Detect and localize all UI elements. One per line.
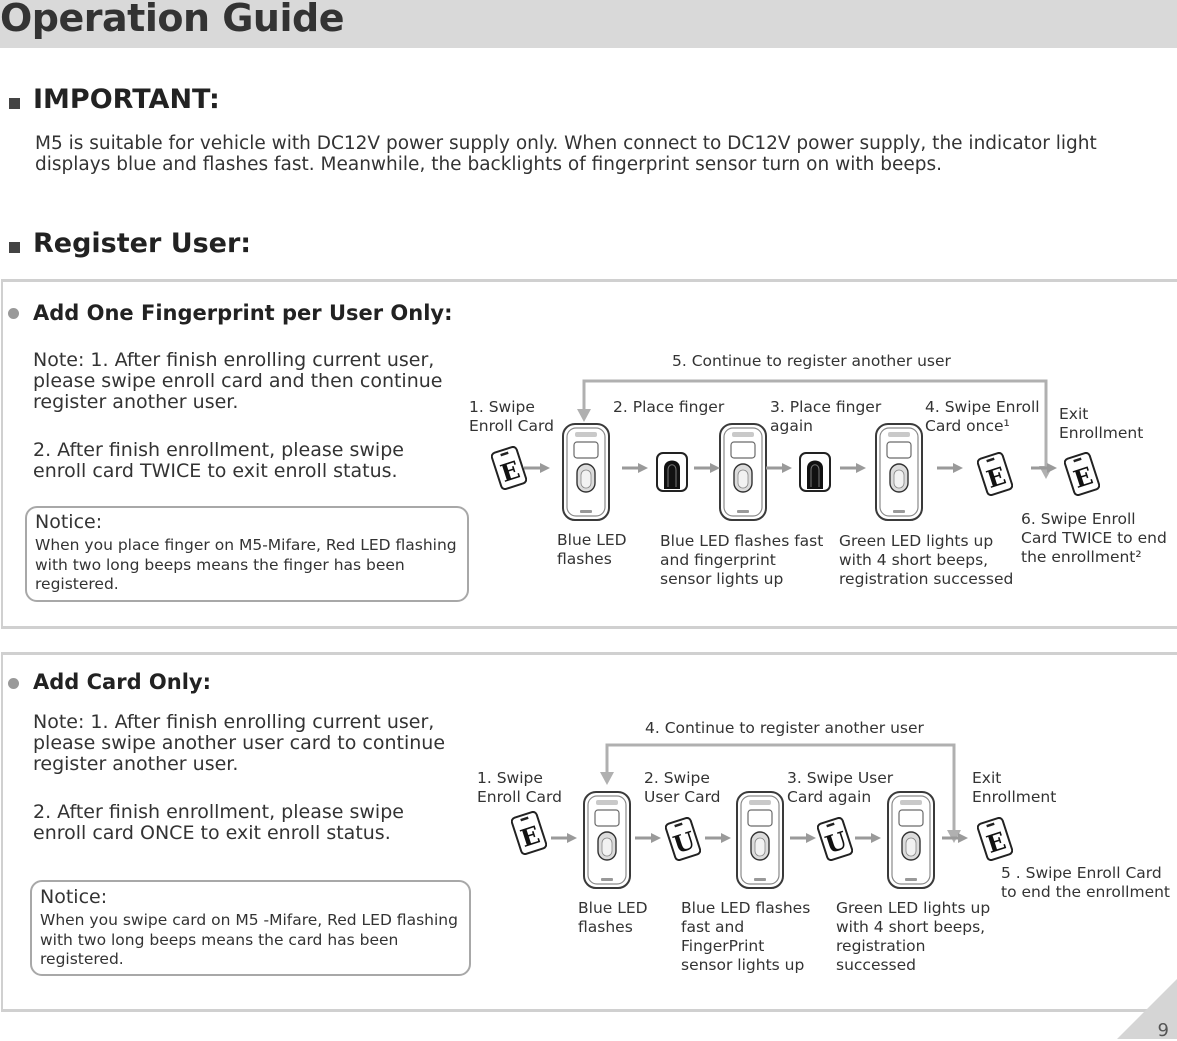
enroll-card-icon: E — [511, 811, 547, 855]
fingerprint-notice-body: When you place finger on M5-Mifare, Red … — [35, 536, 457, 593]
fingerprint-heading: Add One Fingerprint per User Only: — [33, 301, 453, 325]
bullet-square — [9, 242, 20, 253]
card-note-2: 2. After finish enrollment, please swipe… — [33, 801, 404, 844]
fingerprint-panel — [1, 279, 1177, 629]
page-title: Operation Guide — [0, 0, 344, 40]
enroll-card-icon: E — [977, 817, 1013, 861]
bullet-dot — [8, 308, 19, 319]
user-card-icon: U — [817, 817, 853, 861]
bullet-square — [9, 98, 20, 109]
loop-label: 4. Continue to register another user — [645, 719, 924, 737]
enroll-card-icon: E — [977, 452, 1013, 496]
fingerprint-note-1: Note: 1. After finish enrolling current … — [33, 349, 443, 413]
important-line-2: displays blue and flashes fast. Meanwhil… — [35, 154, 942, 175]
user-card-icon: U — [665, 817, 701, 861]
fingerprint-notice-box — [25, 506, 469, 602]
fingerprint-note-2: 2. After finish enrollment, please swipe… — [33, 439, 404, 482]
page-corner — [1117, 979, 1177, 1039]
enroll-card-icon: E — [491, 446, 527, 490]
bullet-dot — [8, 678, 19, 689]
page-number: 9 — [1157, 1020, 1169, 1041]
title-bar — [0, 0, 1177, 48]
card-notice-body: When you swipe card on M5 -Mifare, Red L… — [40, 911, 458, 968]
fingerprint-notice-heading: Notice: — [35, 511, 103, 533]
enroll-card-icon: E — [1064, 452, 1100, 496]
card-notice-box — [30, 880, 471, 976]
register-heading: Register User: — [33, 228, 252, 259]
card-heading: Add Card Only: — [33, 670, 211, 694]
important-line-1: M5 is suitable for vehicle with DC12V po… — [35, 133, 1097, 154]
loop-label: 5. Continue to register another user — [672, 352, 951, 370]
important-heading: IMPORTANT: — [33, 84, 220, 115]
card-panel — [1, 652, 1177, 1012]
step-2-label: 2. Place finger — [613, 398, 725, 416]
card-note-1: Note: 1. After finish enrolling current … — [33, 711, 446, 775]
card-notice-heading: Notice: — [40, 886, 108, 908]
